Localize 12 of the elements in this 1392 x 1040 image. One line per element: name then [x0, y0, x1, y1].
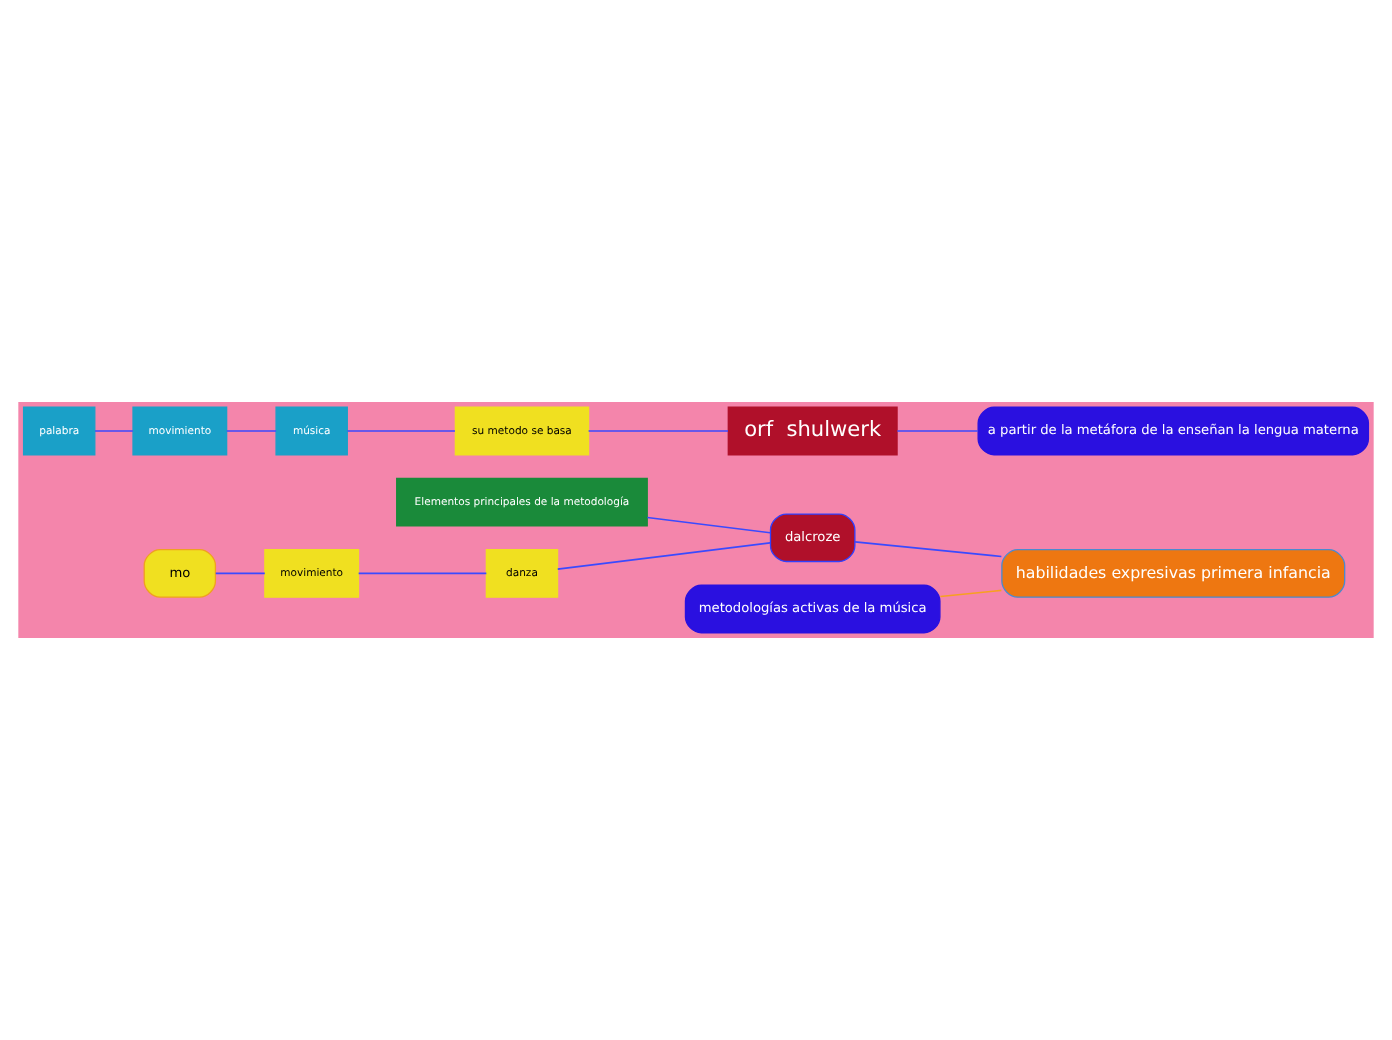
- connector: [346, 430, 456, 432]
- connector: [854, 541, 1003, 558]
- connector: [896, 430, 979, 432]
- connector: [94, 430, 134, 432]
- connector: [556, 542, 771, 570]
- connector: [226, 430, 277, 432]
- connector: [587, 430, 729, 432]
- connector: [939, 589, 1003, 598]
- connector: [214, 572, 266, 575]
- connector: [357, 572, 488, 575]
- connector: [646, 516, 771, 534]
- node-box: orf shulwerk: [727, 406, 898, 456]
